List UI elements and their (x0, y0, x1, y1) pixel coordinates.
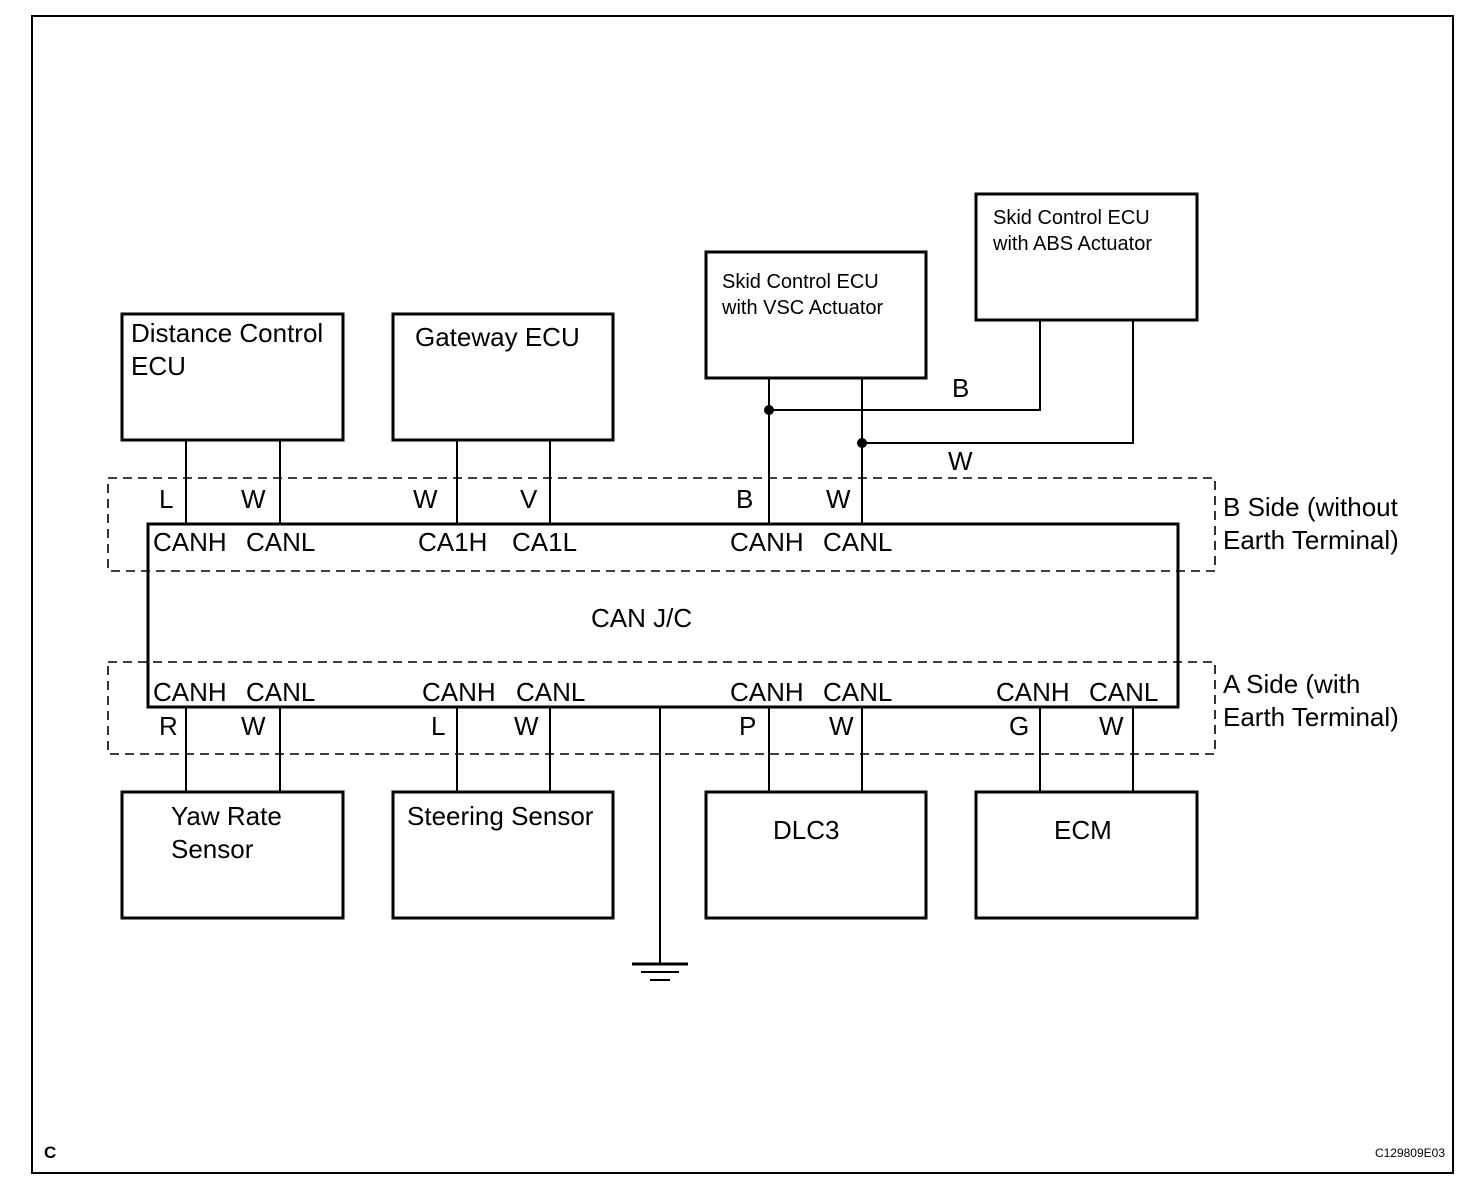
figure-letter: C (44, 1143, 56, 1162)
gateway-ecu-box (391, 312, 615, 442)
skid-control-abs-label-line1: Skid Control ECU (993, 207, 1150, 229)
a-wire-color: G (1009, 711, 1029, 741)
a-wire-color: W (1099, 711, 1124, 741)
steering-sensor-box (391, 790, 615, 920)
a-pin-name: CANL (516, 677, 585, 707)
a-wire-color: L (431, 711, 445, 741)
skid-control-vsc-label-line2: with VSC Actuator (721, 297, 884, 319)
distance-control-ecu-box (120, 312, 345, 442)
skid-control-vsc-label-line1: Skid Control ECU (722, 271, 879, 293)
b-side-label-line1: B Side (without (1223, 492, 1399, 522)
a-pin-name: CANL (823, 677, 892, 707)
figure-code: C129809E03 (1375, 1146, 1445, 1160)
a-side-label-line2: Earth Terminal) (1223, 702, 1399, 732)
b-wire-color: W (241, 484, 266, 514)
dlc3-box (704, 790, 928, 920)
b-pin-name: CA1H (418, 527, 487, 557)
yaw-rate-sensor-label-line1: Yaw Rate (171, 801, 282, 831)
skid-control-abs-ecu-box (974, 192, 1199, 322)
ecm-box (974, 790, 1199, 920)
a-pin-name: CANH (730, 677, 804, 707)
b-pin-name: CA1L (512, 527, 577, 557)
b-pin-name: CANH (730, 527, 804, 557)
yaw-rate-sensor-label-line2: Sensor (171, 834, 254, 864)
a-wire-color: R (159, 711, 178, 741)
can-jc-box (146, 522, 1180, 709)
skid-control-abs-label-line2: with ABS Actuator (992, 233, 1152, 255)
b-side-label-line2: Earth Terminal) (1223, 525, 1399, 555)
distance-control-ecu-label-line1: Distance Control (131, 318, 323, 348)
b-pin-name: CANL (246, 527, 315, 557)
wire-abs-b-branch (769, 320, 1041, 411)
b-pin-name: CANL (823, 527, 892, 557)
wire-abs-w-branch (862, 320, 1134, 444)
a-wire-color: W (514, 711, 539, 741)
a-wire-color: P (739, 711, 756, 741)
b-wire-color: W (826, 484, 851, 514)
a-pin-name: CANH (996, 677, 1070, 707)
figure-frame (31, 15, 1454, 1174)
steering-sensor-label: Steering Sensor (407, 801, 594, 831)
a-side-label-line1: A Side (with (1223, 669, 1360, 699)
a-wire-color: W (241, 711, 266, 741)
splice-point-w (857, 438, 867, 448)
a-pin-name: CANH (422, 677, 496, 707)
gateway-ecu-label: Gateway ECU (415, 322, 580, 352)
b-wire-color: B (736, 484, 753, 514)
abs-branch-w-color: W (948, 446, 973, 476)
b-wire-color: L (159, 484, 173, 514)
ground-icon (632, 962, 688, 981)
b-wire-color: V (520, 484, 538, 514)
a-pin-name: CANH (153, 677, 227, 707)
yaw-rate-sensor-box (120, 790, 345, 920)
b-pin-name: CANH (153, 527, 227, 557)
can-jc-label: CAN J/C (591, 603, 692, 633)
a-wire-color: W (829, 711, 854, 741)
skid-control-vsc-ecu-box (704, 250, 928, 380)
splice-point-b (764, 405, 774, 415)
ecm-label: ECM (1054, 815, 1112, 845)
distance-control-ecu-label-line2: ECU (131, 351, 186, 381)
b-wire-color: W (413, 484, 438, 514)
abs-branch-b-color: B (952, 373, 969, 403)
a-pin-name: CANL (246, 677, 315, 707)
dlc3-label: DLC3 (773, 815, 839, 845)
a-pin-name: CANL (1089, 677, 1158, 707)
